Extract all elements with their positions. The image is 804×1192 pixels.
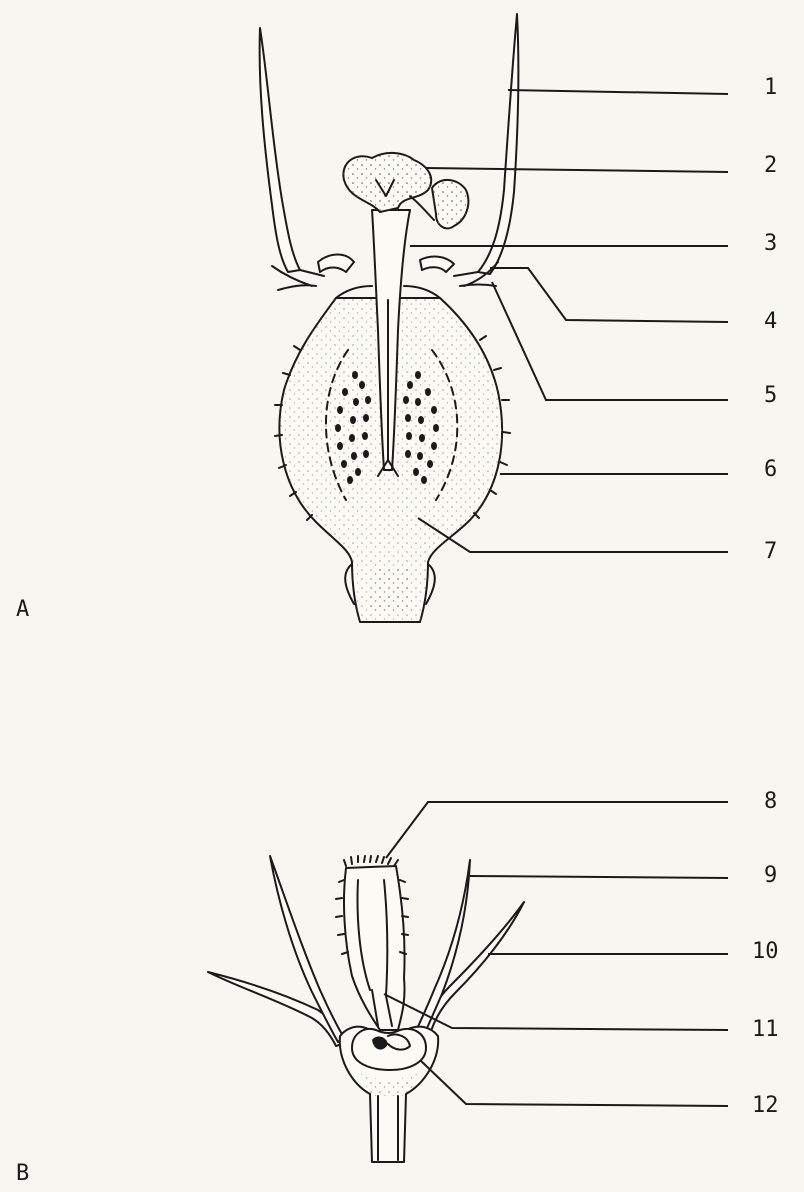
callout-11: 11 [752, 1017, 779, 1042]
sepal-outer-right-b [420, 902, 524, 1042]
sepal-inner-right-b [412, 860, 470, 1044]
leader-lines [384, 90, 728, 1106]
callout-5: 5 [764, 383, 777, 408]
callout-10: 10 [752, 939, 779, 964]
callout-9: 9 [764, 863, 777, 888]
flower-a-longitudinal-section [260, 14, 519, 622]
callout-3: 3 [764, 231, 777, 256]
callout-12: 12 [752, 1093, 779, 1118]
callout-2: 2 [764, 153, 777, 178]
callout-6: 6 [764, 457, 777, 482]
sepal-right-a [478, 14, 518, 274]
callout-1: 1 [764, 75, 777, 100]
sepal-left-a [260, 28, 300, 272]
panel-letter-b: B [16, 1161, 29, 1186]
callout-7: 7 [764, 539, 777, 564]
panel-letter-a: A [16, 597, 29, 622]
callout-4: 4 [764, 309, 777, 334]
callout-8: 8 [764, 789, 777, 814]
flower-b-longitudinal-section [208, 856, 524, 1162]
